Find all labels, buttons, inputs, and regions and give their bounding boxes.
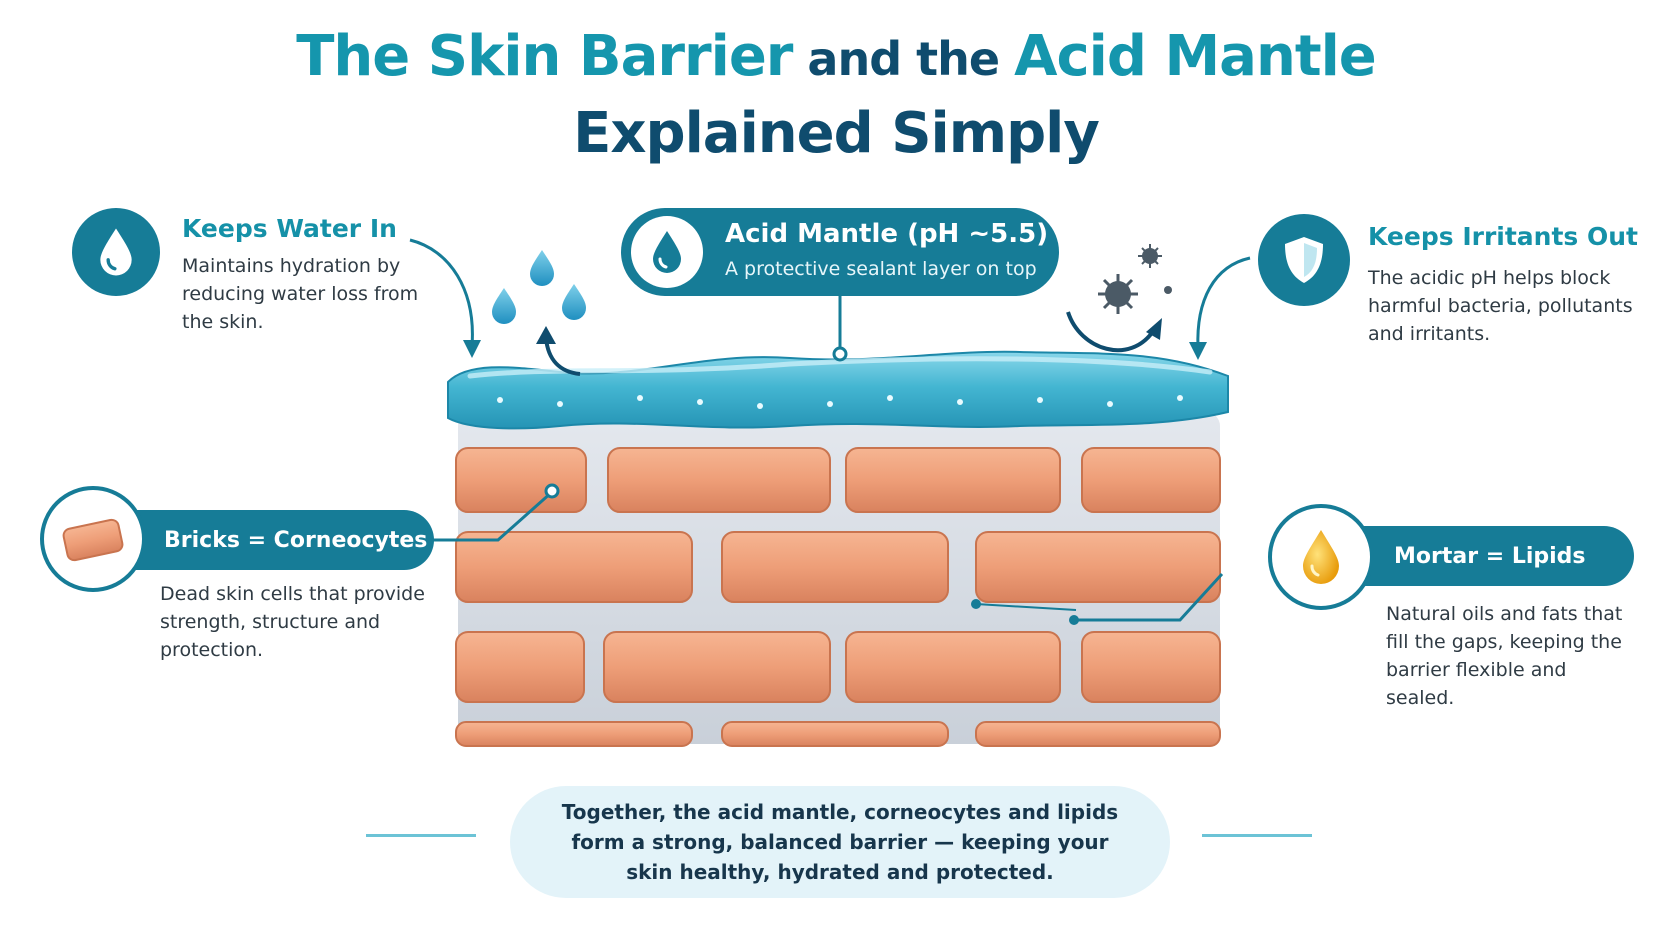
water-drop-icon bbox=[100, 228, 132, 276]
title-line-2: Explained Simply bbox=[573, 101, 1100, 166]
hydration-icon-circle bbox=[72, 208, 160, 296]
summary-box: Together, the acid mantle, corneocytes a… bbox=[510, 786, 1170, 898]
title-part-acid-mantle: Acid Mantle bbox=[1014, 24, 1377, 89]
title-part-skin-barrier: The Skin Barrier bbox=[296, 24, 793, 89]
acid-mantle-subtitle: A protective sealant layer on top bbox=[725, 258, 1037, 280]
corneocyte-icon-ring bbox=[40, 486, 146, 592]
brick-icon bbox=[62, 518, 124, 562]
title-part-and-the: and the bbox=[792, 32, 1015, 86]
summary-divider-left bbox=[366, 834, 476, 837]
keeps-irritants-out-text: The acidic pH helps block harmful bacter… bbox=[1368, 267, 1633, 345]
water-drop-icon bbox=[631, 216, 703, 288]
mortar-label-text: Mortar = Lipids bbox=[1394, 543, 1586, 569]
lipid-icon-ring bbox=[1268, 504, 1374, 610]
mortar-text: Natural oils and fats that fill the gaps… bbox=[1386, 603, 1623, 709]
protection-icon-circle bbox=[1258, 214, 1350, 306]
oil-drop-icon bbox=[1303, 530, 1339, 584]
bricks-label: Bricks = Corneocytes bbox=[110, 510, 434, 570]
water-droplets bbox=[492, 250, 586, 324]
bricks-text: Dead skin cells that provide strength, s… bbox=[160, 583, 425, 661]
summary-text: Together, the acid mantle, corneocytes a… bbox=[561, 800, 1119, 884]
page-title: The Skin Barrier and the Acid Mantle Exp… bbox=[0, 22, 1672, 169]
acid-mantle-title: Acid Mantle (pH ~5.5) bbox=[725, 219, 1049, 249]
mortar-label: Mortar = Lipids bbox=[1330, 526, 1634, 586]
keeps-water-in-title: Keeps Water In bbox=[182, 214, 397, 243]
corneocyte-bricks bbox=[455, 447, 1221, 747]
bricks-label-text: Bricks = Corneocytes bbox=[164, 527, 428, 553]
bacteria-icons bbox=[1098, 244, 1172, 314]
summary-divider-right bbox=[1202, 834, 1312, 837]
shield-icon bbox=[1285, 237, 1323, 283]
keeps-water-in-text: Maintains hydration by reducing water lo… bbox=[182, 255, 419, 333]
keeps-irritants-out-title: Keeps Irritants Out bbox=[1368, 222, 1639, 251]
acid-mantle-badge: Acid Mantle (pH ~5.5) A protective seala… bbox=[621, 208, 1059, 296]
acid-layer-bubbles bbox=[497, 395, 1183, 409]
